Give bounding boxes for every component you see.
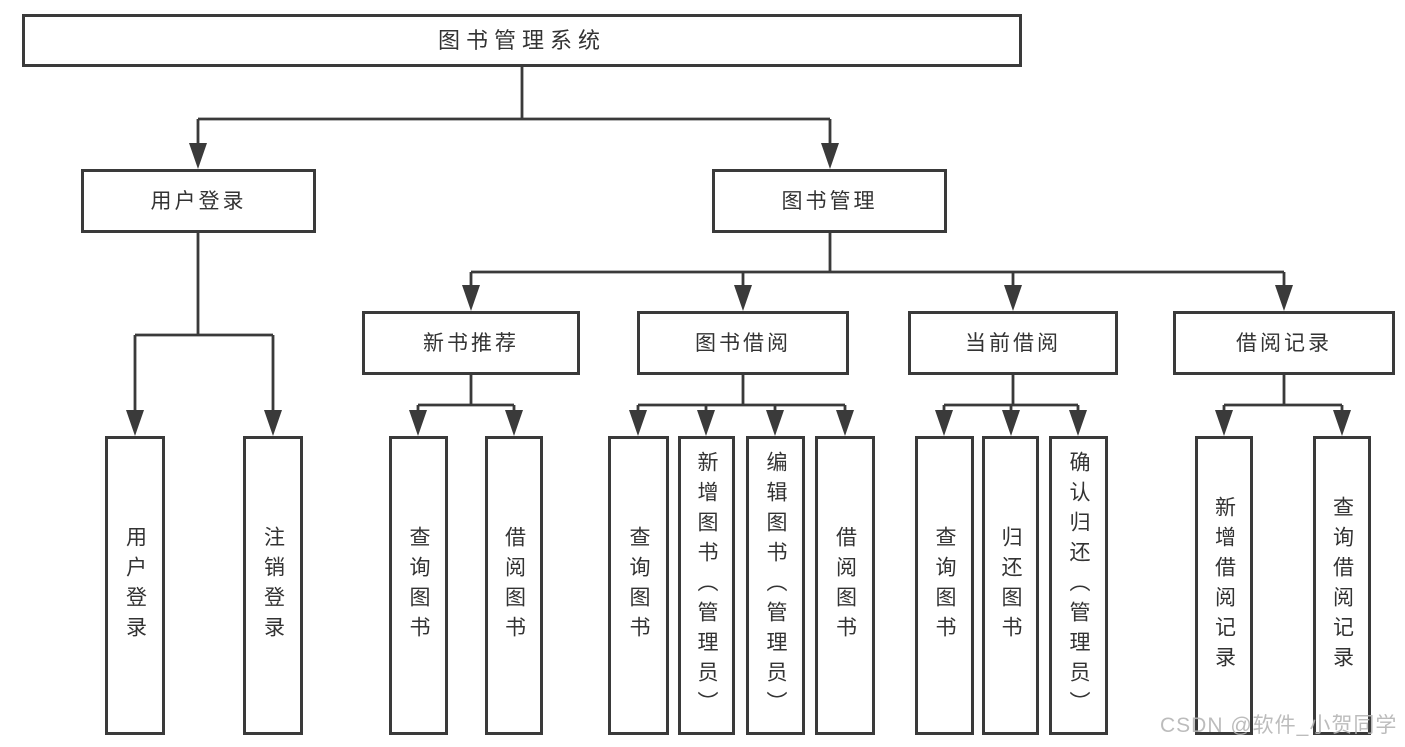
- node-user-login-leaf: 用户登录: [105, 436, 165, 735]
- node-label: 借阅图书: [833, 525, 857, 646]
- node-label: 归还图书: [999, 525, 1022, 646]
- node-logout: 注销登录: [243, 436, 303, 735]
- node-query-borrow-record: 查询借阅记录: [1313, 436, 1371, 735]
- node-user-login: 用户登录: [81, 169, 316, 233]
- node-query-books-borrowing: 查询图书: [608, 436, 669, 735]
- csdn-watermark: CSDN @软件_小贺同学: [1160, 714, 1398, 737]
- node-label: 图书借阅: [695, 331, 791, 355]
- node-book-management: 图书管理: [712, 169, 947, 233]
- node-edit-books-admin: 编辑图书（管理员）: [746, 436, 805, 735]
- node-label: 查询图书: [933, 525, 956, 646]
- node-borrow-books-recommend: 借阅图书: [485, 436, 543, 735]
- node-library-management-system: 图书管理系统: [22, 14, 1022, 67]
- node-borrowing-records: 借阅记录: [1173, 311, 1395, 375]
- node-label: 新书推荐: [423, 331, 519, 355]
- node-label: 确认归还（管理员）: [1067, 450, 1090, 721]
- node-query-books-recommend: 查询图书: [389, 436, 448, 735]
- node-add-books-admin: 新增图书（管理员）: [678, 436, 735, 735]
- node-label: 编辑图书（管理员）: [764, 450, 787, 721]
- node-label: 查询借阅记录: [1330, 495, 1354, 676]
- node-label: 新增图书（管理员）: [695, 450, 718, 721]
- node-book-borrowing: 图书借阅: [637, 311, 849, 375]
- node-label: 注销登录: [261, 525, 285, 646]
- node-current-borrowing: 当前借阅: [908, 311, 1118, 375]
- node-label: 借阅记录: [1236, 331, 1332, 355]
- node-label: 当前借阅: [965, 331, 1061, 355]
- node-borrow-books: 借阅图书: [815, 436, 875, 735]
- node-label: 图书管理: [781, 189, 878, 213]
- arrowheads: [126, 143, 1351, 436]
- node-label: 用户登录: [123, 525, 147, 646]
- node-label: 用户登录: [150, 189, 247, 213]
- node-label: 借阅图书: [502, 525, 526, 646]
- node-confirm-return-admin: 确认归还（管理员）: [1049, 436, 1108, 735]
- node-label: 新增借阅记录: [1212, 495, 1236, 676]
- node-query-books-current: 查询图书: [915, 436, 974, 735]
- node-new-book-recommendation: 新书推荐: [362, 311, 580, 375]
- node-return-books: 归还图书: [982, 436, 1039, 735]
- node-add-borrow-record: 新增借阅记录: [1195, 436, 1253, 735]
- node-label: 图书管理系统: [437, 27, 606, 53]
- node-label: 查询图书: [407, 525, 430, 646]
- node-label: 查询图书: [627, 525, 650, 646]
